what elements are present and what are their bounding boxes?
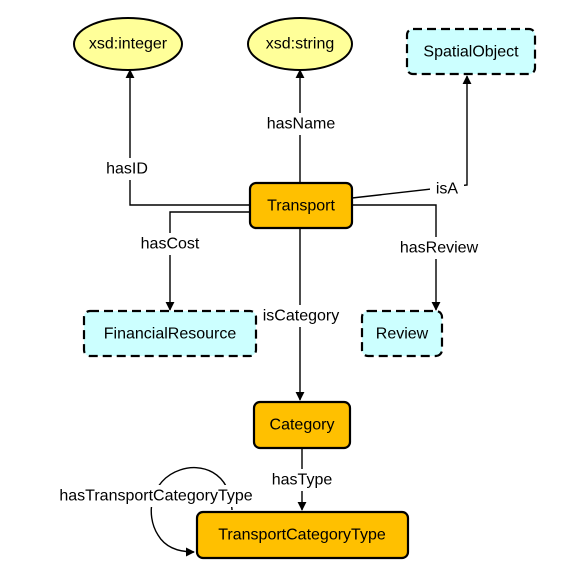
node-label-review: Review (376, 326, 429, 343)
edge-has-review (352, 204, 441, 311)
node-spatial-object (405, 27, 537, 76)
node-label-financial-resource: FinancialResource (104, 326, 237, 343)
node-xsd-integer (73, 17, 183, 71)
edge-has-cost (165, 211, 250, 311)
edge-label-has-review: hasReview (400, 240, 479, 257)
node-label-xsd-string: xsd:string (266, 36, 334, 53)
edge-label-has-name: hasName (267, 116, 336, 133)
node-transport-category-type (195, 510, 410, 560)
node-label-category: Category (270, 417, 335, 434)
edge-label-has-type: hasType (272, 472, 333, 489)
edge-is-a (351, 75, 472, 199)
node-label-transport-category-type: TransportCategoryType (218, 527, 386, 544)
node-review (360, 309, 444, 358)
edge-has-id (125, 69, 250, 206)
node-xsd-string (247, 17, 353, 71)
node-label-xsd-integer: xsd:integer (89, 36, 168, 53)
node-label-transport: Transport (267, 198, 335, 215)
node-financial-resource (82, 309, 258, 358)
edge-label-has-id: hasID (106, 161, 148, 178)
edge-label-has-transport-category-type: hasTransportCategoryType (59, 488, 252, 505)
edge-label-has-cost: hasCost (141, 236, 200, 253)
node-label-spatial-object: SpatialObject (423, 44, 519, 61)
edge-label-is-a: isA (436, 181, 459, 198)
node-category (252, 400, 352, 450)
edge-label-is-category: isCategory (263, 308, 339, 325)
node-transport (248, 181, 354, 230)
